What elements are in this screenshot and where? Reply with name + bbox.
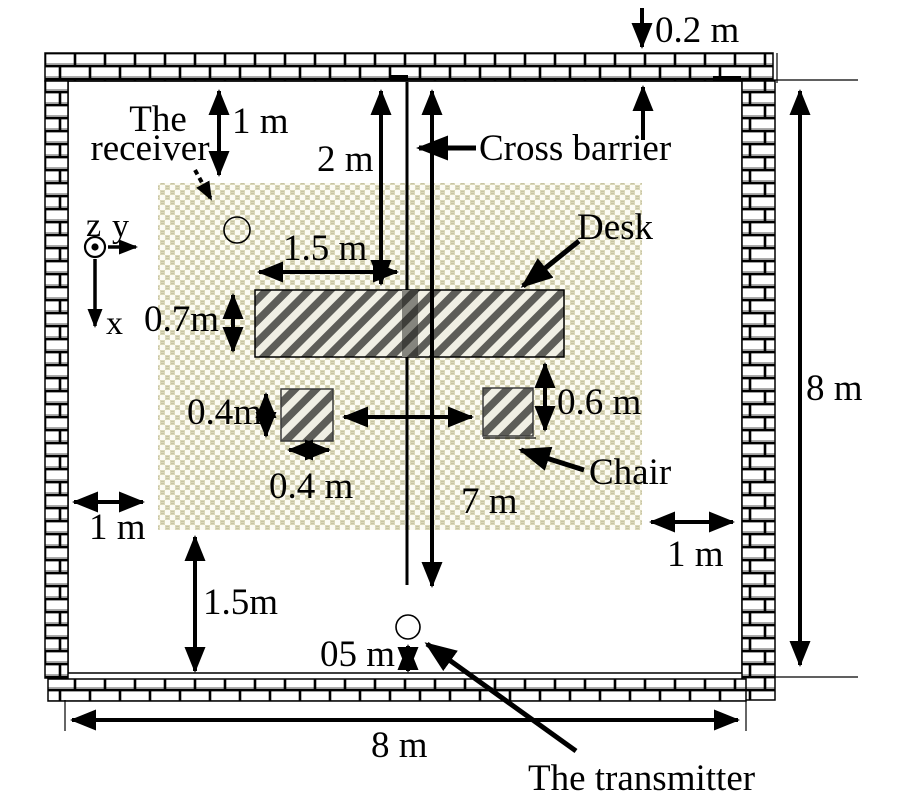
tx-to-wall-label: 05 m <box>320 634 395 675</box>
room-height-label: 8 m <box>806 368 863 409</box>
axis-y-label: y <box>112 208 129 245</box>
axis-z-label: z <box>86 207 101 244</box>
dimension-arrows <box>70 8 811 731</box>
chair-width-label: 0.4 m <box>269 466 354 507</box>
carpet-to-wall-right-label: 1 m <box>667 534 724 575</box>
chair-height-label: 0.4m <box>187 392 262 433</box>
wall-left <box>44 80 69 679</box>
chair-left-rect <box>280 388 334 442</box>
z-axis-dot <box>91 243 99 251</box>
desk-chair-gap-label: 0.6 m <box>557 382 642 423</box>
chair-right-rect <box>482 387 534 437</box>
labels: 0.2 m The receiver 1 m 2 m Cross barrier… <box>89 10 863 799</box>
transmitter-pointer-arrow <box>424 641 578 754</box>
wall-right <box>741 80 776 701</box>
coordinate-axes: z y x <box>83 207 138 342</box>
barrier-length-label: 7 m <box>461 481 518 522</box>
desk-label: Desk <box>577 207 654 248</box>
chair-label: Chair <box>589 452 671 493</box>
chair-pointer-arrow <box>518 446 585 473</box>
desk-offset-label: 1.5 m <box>283 228 368 269</box>
wall-to-desk-label: 2 m <box>317 139 374 180</box>
wall-tick-right <box>713 76 741 81</box>
transmitter-marker <box>395 614 421 640</box>
barrier-through-desk <box>402 290 418 357</box>
receiver-label-line1: The <box>129 99 187 140</box>
desk-pointer-arrow <box>520 239 581 288</box>
wall-to-carpet-left-label: 1 m <box>89 507 146 548</box>
receiver-label-line2: receiver <box>90 128 209 169</box>
receiver-marker <box>223 216 251 244</box>
axis-x-label: x <box>106 305 123 342</box>
pointer-arrows <box>193 135 585 754</box>
receiver-pointer-dashed-arrow <box>193 169 213 201</box>
desk-depth-label: 0.7m <box>144 299 219 340</box>
wall-top <box>44 52 774 82</box>
carpet-to-wall-bottom-label: 1.5m <box>203 582 278 623</box>
transmitter-label: The transmitter <box>528 758 755 799</box>
wall-thickness-label: 0.2 m <box>655 10 740 51</box>
cross-barrier-label: Cross barrier <box>479 128 671 169</box>
wall-tick-barrier <box>390 75 408 81</box>
room-structure <box>44 52 858 731</box>
rx-to-wall-label: 1 m <box>232 101 289 142</box>
wall-bottom <box>47 678 747 702</box>
room-width-label: 8 m <box>371 725 428 766</box>
